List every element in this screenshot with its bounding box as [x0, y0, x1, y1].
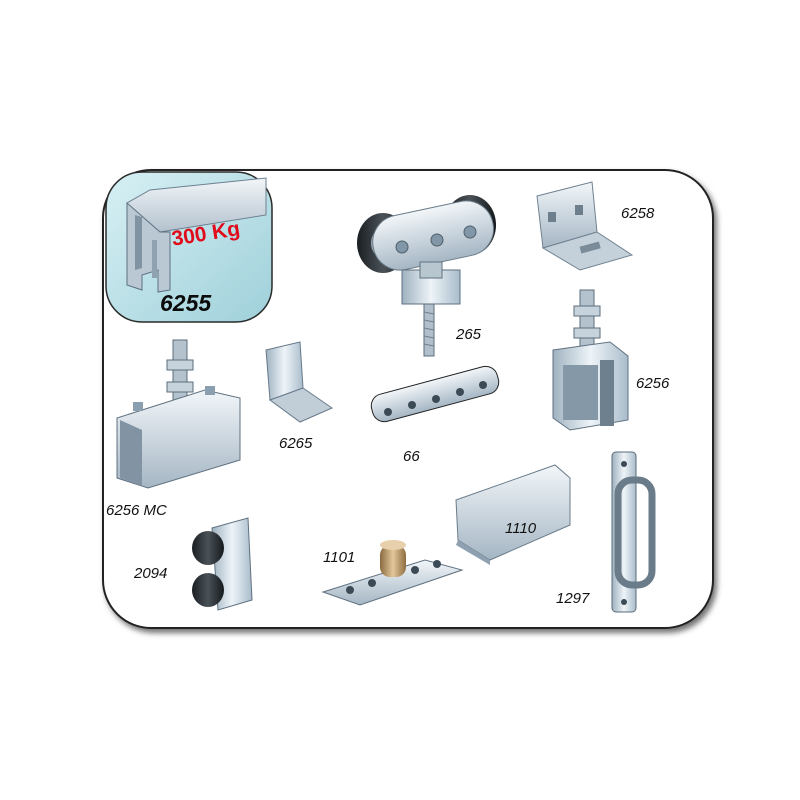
part-label-1297: 1297	[556, 590, 590, 607]
guide-2094	[192, 517, 253, 611]
end-stop-6265	[265, 341, 334, 423]
handle-1297	[611, 451, 656, 613]
channel-1110	[455, 464, 571, 565]
plate-66	[370, 365, 500, 423]
hanger-6256-mc	[116, 339, 241, 489]
bracket-6258	[536, 181, 634, 271]
part-label-6256-mc: 6256 MC	[106, 502, 167, 519]
part-label-1101: 1101	[323, 549, 356, 566]
part-label-2094: 2094	[134, 565, 168, 582]
rail-6255-label: 6255	[160, 290, 212, 316]
floor-guide-1101	[321, 540, 464, 606]
part-label-265: 265	[456, 326, 482, 343]
part-label-1110: 1110	[505, 520, 537, 537]
trolley-265	[357, 195, 496, 357]
rail-6255-tile	[105, 171, 273, 323]
hanger-6256	[552, 289, 629, 431]
part-label-66: 66	[403, 448, 420, 465]
part-label-6265: 6265	[279, 435, 313, 452]
part-label-6258: 6258	[621, 205, 655, 222]
part-label-6256: 6256	[636, 375, 670, 392]
